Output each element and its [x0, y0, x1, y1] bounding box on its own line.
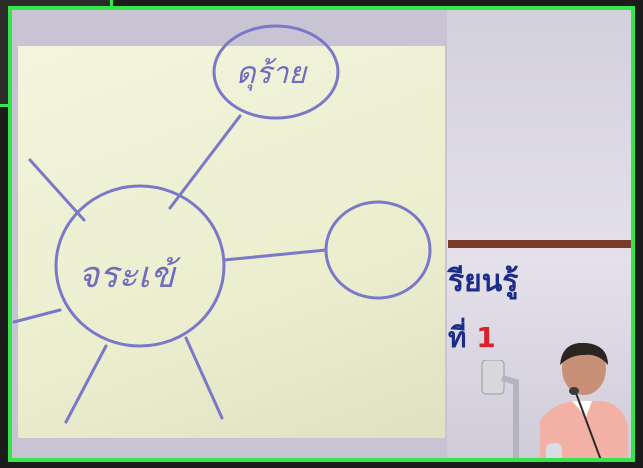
center-node-label: จระเข้ — [78, 255, 175, 296]
connector-bottomleft — [64, 344, 108, 424]
banner-line2-number: 1 — [476, 321, 496, 354]
connector-upleft — [28, 158, 86, 222]
top-node-label: ดุร้าย — [236, 56, 307, 91]
right-node — [324, 200, 432, 300]
center-node — [54, 184, 226, 348]
top-node — [212, 24, 340, 120]
banner-line2: ที่ 1 — [448, 316, 496, 360]
banner-line1: รียนรู้ — [448, 264, 519, 299]
wall-rail — [448, 240, 631, 248]
microphone-stand — [481, 360, 519, 458]
connector-top — [168, 114, 242, 210]
banner-line2-prefix: ที่ — [448, 321, 467, 354]
projection-screen — [18, 46, 445, 438]
connector-right — [222, 248, 328, 262]
connector-left — [12, 308, 62, 324]
connector-bottom — [184, 336, 224, 420]
speaker-person — [540, 343, 628, 458]
photo-frame: จระเข้ ดุร้าย รียนรู้ ที่ 1 — [8, 6, 635, 462]
mind-map-drawing — [12, 24, 432, 424]
